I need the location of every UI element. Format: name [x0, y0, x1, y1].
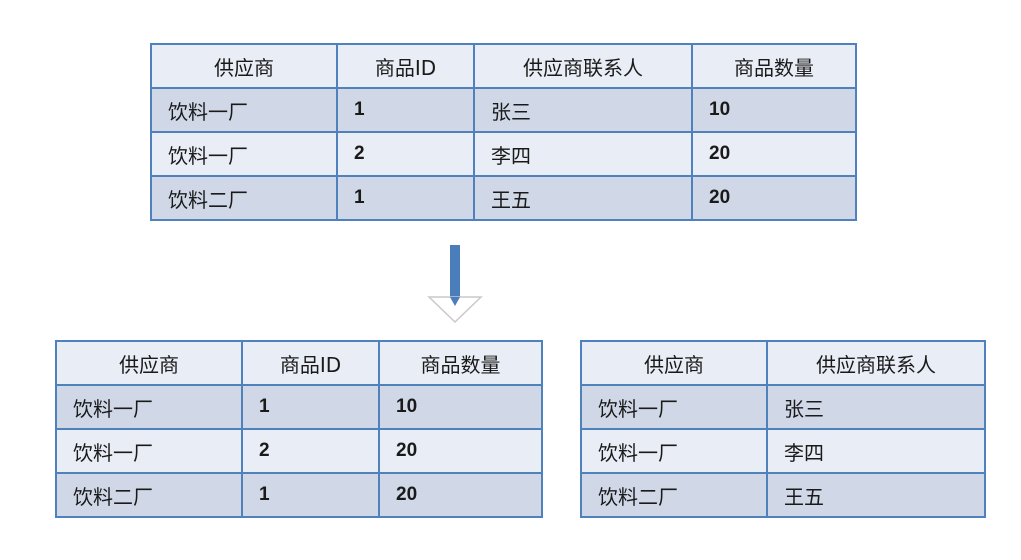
cell-product-id: 2 — [336, 131, 475, 177]
cell-supplier: 饮料一厂 — [150, 131, 338, 177]
cell-supplier: 饮料一厂 — [150, 87, 338, 133]
header-product-quantity: 商品数量 — [378, 340, 543, 386]
cell-product-id: 1 — [336, 87, 475, 133]
table-row: 饮料二厂 1 20 — [55, 472, 543, 518]
table-header-row: 供应商 商品ID 商品数量 — [55, 340, 543, 386]
down-arrow-icon — [427, 245, 483, 324]
header-supplier: 供应商 — [580, 340, 768, 386]
table-row: 饮料一厂 1 张三 10 — [150, 87, 857, 133]
header-supplier: 供应商 — [150, 43, 338, 89]
cell-supplier: 饮料二厂 — [150, 175, 338, 221]
table-row: 饮料一厂 李四 — [580, 428, 986, 474]
supplier-contact-table: 供应商 供应商联系人 饮料一厂 张三 饮料一厂 李四 饮料二厂 王五 — [580, 340, 986, 518]
header-product-id: 商品ID — [336, 43, 475, 89]
cell-supplier-contact: 王五 — [766, 472, 986, 518]
table-header-row: 供应商 商品ID 供应商联系人 商品数量 — [150, 43, 857, 89]
original-table: 供应商 商品ID 供应商联系人 商品数量 饮料一厂 1 张三 10 饮料一厂 2… — [150, 43, 857, 221]
table-row: 饮料一厂 2 李四 20 — [150, 131, 857, 177]
table-row: 饮料一厂 张三 — [580, 384, 986, 430]
header-supplier: 供应商 — [55, 340, 243, 386]
cell-product-id: 2 — [241, 428, 380, 474]
cell-product-quantity: 10 — [378, 384, 543, 430]
cell-supplier-contact: 张三 — [473, 87, 693, 133]
table-row: 饮料一厂 2 20 — [55, 428, 543, 474]
table-row: 饮料二厂 王五 — [580, 472, 986, 518]
cell-supplier: 饮料一厂 — [580, 384, 768, 430]
table-header-row: 供应商 供应商联系人 — [580, 340, 986, 386]
cell-product-quantity: 20 — [378, 472, 543, 518]
cell-product-id: 1 — [241, 384, 380, 430]
header-supplier-contact: 供应商联系人 — [473, 43, 693, 89]
cell-product-quantity: 20 — [691, 131, 857, 177]
cell-supplier: 饮料一厂 — [580, 428, 768, 474]
product-quantity-table: 供应商 商品ID 商品数量 饮料一厂 1 10 饮料一厂 2 20 饮料二厂 1… — [55, 340, 543, 518]
cell-product-id: 1 — [336, 175, 475, 221]
cell-supplier: 饮料一厂 — [55, 428, 243, 474]
cell-supplier: 饮料一厂 — [55, 384, 243, 430]
cell-supplier-contact: 张三 — [766, 384, 986, 430]
cell-supplier-contact: 李四 — [766, 428, 986, 474]
cell-product-id: 1 — [241, 472, 380, 518]
cell-product-quantity: 20 — [691, 175, 857, 221]
table-row: 饮料二厂 1 王五 20 — [150, 175, 857, 221]
header-product-id: 商品ID — [241, 340, 380, 386]
header-supplier-contact: 供应商联系人 — [766, 340, 986, 386]
cell-product-quantity: 10 — [691, 87, 857, 133]
cell-supplier-contact: 王五 — [473, 175, 693, 221]
header-product-quantity: 商品数量 — [691, 43, 857, 89]
cell-product-quantity: 20 — [378, 428, 543, 474]
cell-supplier-contact: 李四 — [473, 131, 693, 177]
cell-supplier: 饮料二厂 — [580, 472, 768, 518]
table-row: 饮料一厂 1 10 — [55, 384, 543, 430]
cell-supplier: 饮料二厂 — [55, 472, 243, 518]
